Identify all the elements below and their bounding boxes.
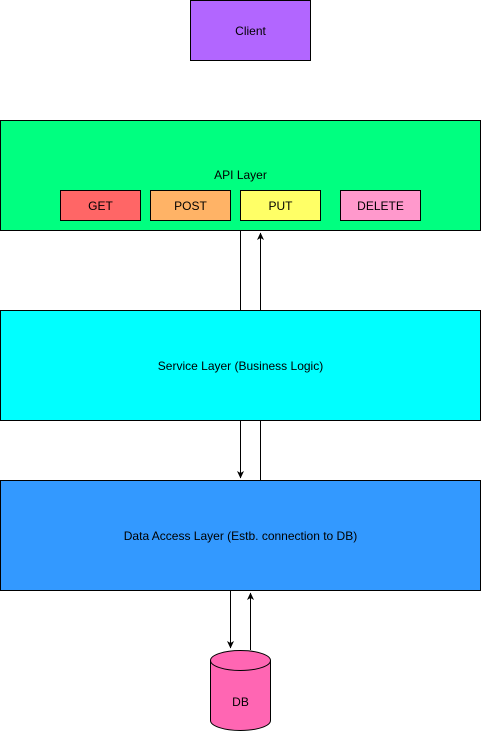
client-label: Client: [235, 23, 266, 38]
delete-method-box: DELETE: [340, 190, 421, 221]
client-box: Client: [190, 0, 311, 61]
put-method-label: PUT: [268, 198, 293, 213]
database-label: DB: [232, 695, 249, 709]
get-method-box: GET: [60, 190, 141, 221]
service-layer-label: Service Layer (Business Logic): [157, 358, 324, 373]
service-layer-box: Service Layer (Business Logic): [0, 310, 481, 421]
data-access-layer-box: Data Access Layer (Estb. connection to D…: [0, 480, 481, 591]
data-access-layer-label: Data Access Layer (Estb. connection to D…: [123, 528, 358, 543]
post-method-box: POST: [150, 190, 231, 221]
post-method-label: POST: [174, 198, 207, 213]
delete-method-label: DELETE: [357, 198, 404, 213]
database-icon: [210, 650, 271, 731]
put-method-box: PUT: [240, 190, 321, 221]
api-layer-box: API Layer GET POST PUT DELETE: [0, 120, 481, 231]
api-layer-label: API Layer: [214, 168, 267, 182]
get-method-label: GET: [88, 198, 113, 213]
database-cylinder: DB: [210, 650, 271, 731]
